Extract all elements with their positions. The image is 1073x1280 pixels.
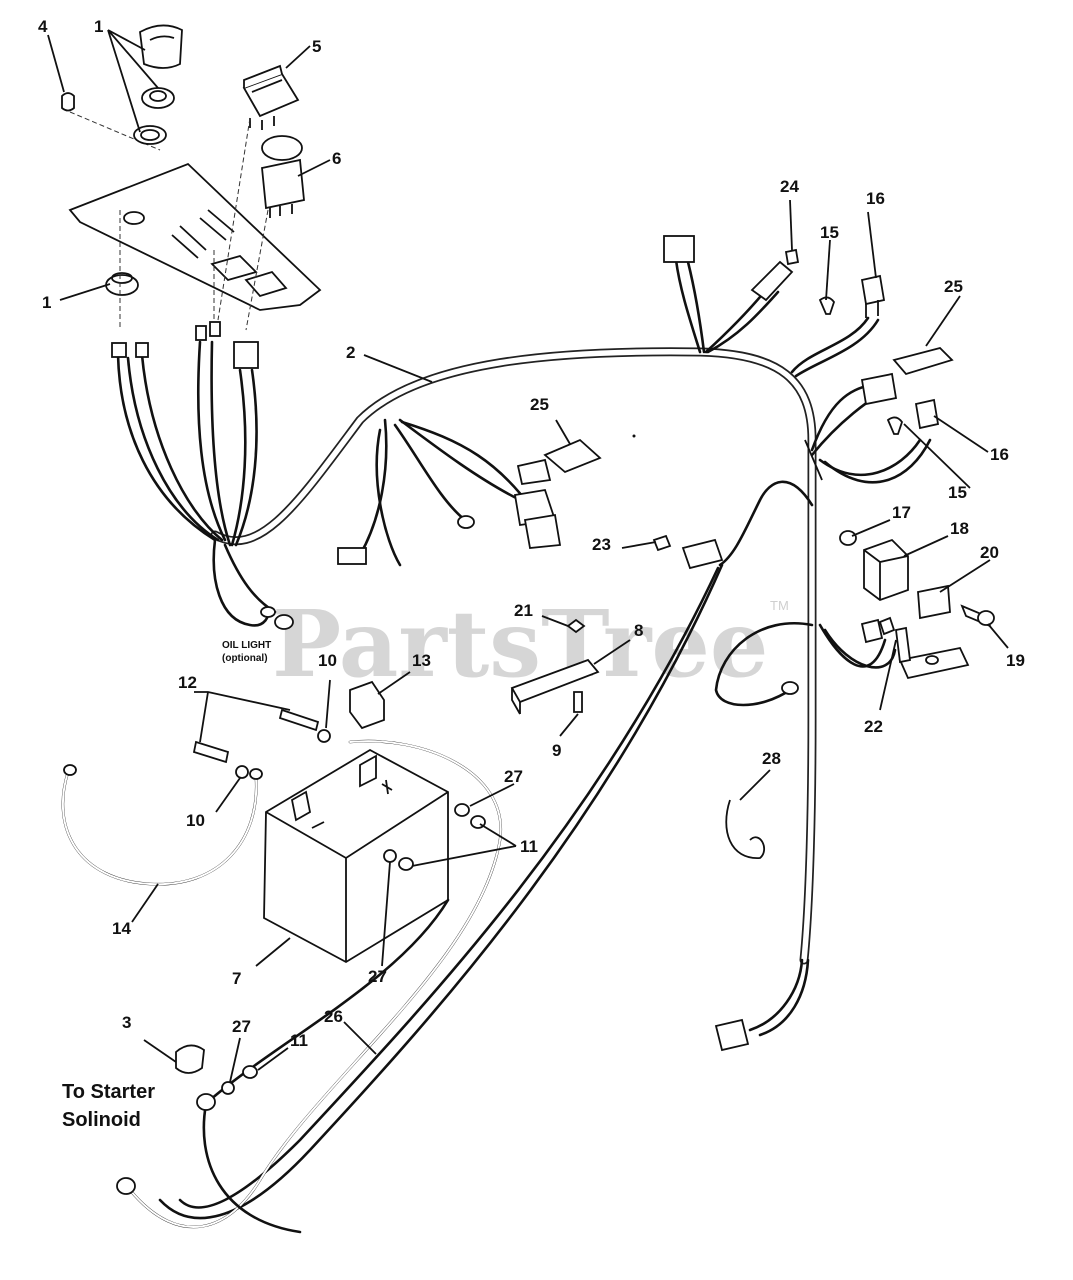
callout-14: 14 xyxy=(112,919,131,938)
callout-1a: 1 xyxy=(94,17,103,36)
part-23-connector xyxy=(681,538,724,570)
callout-27c: 27 xyxy=(232,1017,251,1036)
callout-28: 28 xyxy=(762,749,781,768)
part-4-plug xyxy=(61,92,75,112)
part-1-grommet xyxy=(105,274,139,296)
oil-light-optional-note: (optional) xyxy=(222,653,268,664)
callout-17: 17 xyxy=(892,503,911,522)
callout-7: 7 xyxy=(232,969,241,988)
callout-15b: 15 xyxy=(948,483,967,502)
part-17-nut xyxy=(839,530,857,546)
part-12-bolt-lower xyxy=(192,740,230,764)
main-harness-group xyxy=(111,235,954,1220)
starter-note-line2: Solinoid xyxy=(62,1109,141,1131)
bottom-harness-connector xyxy=(714,1018,750,1052)
part-16-switch-upper xyxy=(860,274,886,306)
top-connector-plug xyxy=(663,235,695,263)
starter-note-line1: To Starter xyxy=(62,1081,155,1103)
part-10-washer-lower xyxy=(235,765,249,779)
callout-4: 4 xyxy=(38,17,48,36)
part-10-washer-upper xyxy=(317,729,331,743)
callout-24: 24 xyxy=(780,177,799,196)
right-parts-group xyxy=(725,530,995,859)
callout-16a: 16 xyxy=(866,189,885,208)
part-5-rocker-switch xyxy=(242,72,300,118)
watermark-tm: TM xyxy=(770,598,789,613)
part-15-screw-lower xyxy=(886,416,904,435)
part-1-washer xyxy=(133,125,167,145)
part-6-pto-knob xyxy=(261,135,303,161)
part-8-bracket xyxy=(510,658,600,704)
callout-3: 3 xyxy=(122,1013,131,1032)
part-27-washer-c xyxy=(221,1081,235,1095)
callout-15a: 15 xyxy=(820,223,839,242)
part-24-clip xyxy=(784,248,800,266)
callout-11a: 11 xyxy=(520,837,538,856)
part-16-switch-lower xyxy=(914,398,940,430)
callout-5: 5 xyxy=(312,37,321,56)
part-12-bolt-upper xyxy=(278,708,320,732)
callout-11b: 11 xyxy=(290,1031,308,1050)
part-20-bracket xyxy=(917,584,951,620)
callout-27a: 27 xyxy=(504,767,523,786)
callout-25a: 25 xyxy=(530,395,549,414)
callout-25b: 25 xyxy=(944,277,963,296)
part-11-nut-c xyxy=(242,1065,258,1079)
callout-20: 20 xyxy=(980,543,999,562)
part-28-tie xyxy=(725,799,765,859)
dash-plate xyxy=(68,162,322,311)
part-9-screw xyxy=(573,691,583,713)
oil-light-note: OIL LIGHT xyxy=(222,640,271,651)
notes: OIL LIGHT (optional) To Starter Solinoid xyxy=(62,640,271,1131)
callout-1b: 1 xyxy=(42,293,51,312)
callout-23: 23 xyxy=(592,535,611,554)
callout-21: 21 xyxy=(514,601,533,620)
callout-9: 9 xyxy=(552,741,561,760)
part-25-connector-center xyxy=(543,438,602,474)
callout-22: 22 xyxy=(864,717,883,736)
callout-13: 13 xyxy=(412,651,431,670)
callout-8: 8 xyxy=(634,621,643,640)
callout-27b: 27 xyxy=(368,967,387,986)
callout-10b: 10 xyxy=(186,811,205,830)
callout-2: 2 xyxy=(346,343,355,362)
callout-18: 18 xyxy=(950,519,969,538)
part-11-nut-b xyxy=(398,857,414,871)
leader-lines xyxy=(47,29,1009,1083)
dash-panel-group xyxy=(61,24,322,331)
callout-19: 19 xyxy=(1006,651,1025,670)
battery-group xyxy=(61,680,503,1234)
part-18-solenoid xyxy=(863,538,909,602)
callout-12: 12 xyxy=(178,673,197,692)
part-6-pto-switch xyxy=(261,158,305,210)
part-1-ignition-key xyxy=(139,24,183,69)
callout-16b: 16 xyxy=(990,445,1009,464)
part-27-washer-b xyxy=(383,849,397,863)
callout-10a: 10 xyxy=(318,651,337,670)
part-15-screw-upper xyxy=(818,296,836,315)
part-25-connector-right xyxy=(892,346,954,376)
part-3-boot xyxy=(175,1044,205,1074)
callout-26: 26 xyxy=(324,1007,343,1026)
part-7-battery xyxy=(263,748,449,964)
part-21-wingnut xyxy=(566,618,586,634)
bracket-group xyxy=(510,618,600,715)
part-27-washer-a xyxy=(454,803,470,817)
callout-labels: 1 1 2 3 4 5 6 7 8 9 10 10 11 11 12 13 14… xyxy=(38,17,1025,1050)
part-14-ground-cable xyxy=(61,770,258,886)
callout-6: 6 xyxy=(332,149,341,168)
part-13-holddown xyxy=(349,680,385,730)
